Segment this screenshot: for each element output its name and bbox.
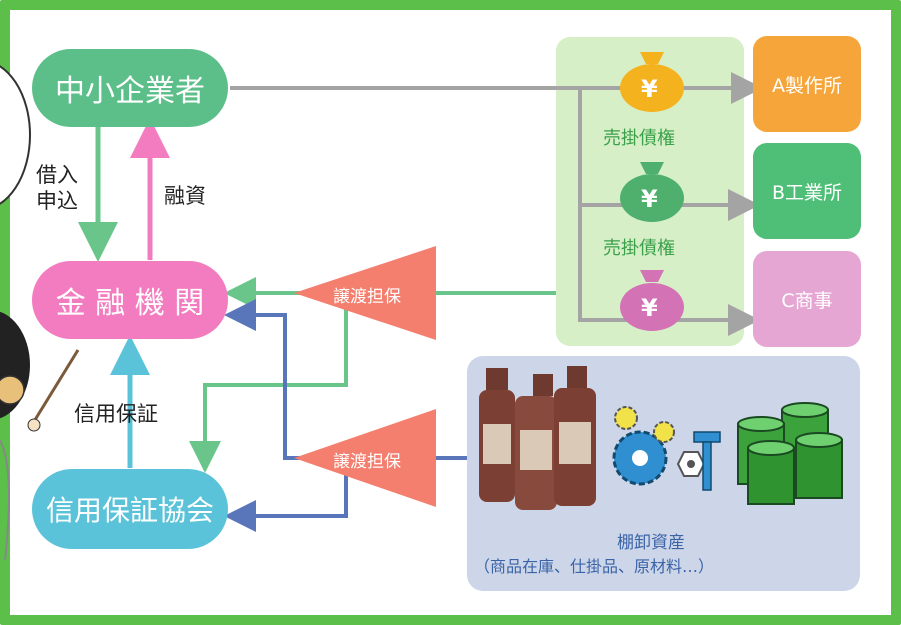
financing-label: 融資 xyxy=(164,184,206,208)
bank-node: 金 融 機 関 xyxy=(32,261,228,339)
presenter-illustration xyxy=(0,65,80,561)
collateral-triangle-upper xyxy=(294,246,436,340)
a-factory-label: A製作所 xyxy=(772,74,842,97)
sme-label: 中小企業者 xyxy=(55,74,205,109)
money-bag-yellow xyxy=(620,52,684,112)
receivable-label-2: 売掛債権 xyxy=(603,238,675,259)
c-trading-node: C商事 xyxy=(753,251,861,347)
money-bag-pink xyxy=(620,270,684,331)
yen-symbol-2: ¥ xyxy=(641,185,658,213)
credit-guarantee-label: 信用保証 xyxy=(74,402,158,426)
c-trading-label: C商事 xyxy=(781,289,833,312)
collateral-label-upper: 譲渡担保 xyxy=(333,287,401,307)
guarantee-assoc-node: 信用保証協会 xyxy=(32,469,228,549)
yen-symbol-3: ¥ xyxy=(641,294,658,322)
collateral-label-lower: 譲渡担保 xyxy=(333,452,401,472)
money-bag-green xyxy=(620,162,684,222)
inventory-collateral-lines xyxy=(224,299,467,532)
guarantee-assoc-label: 信用保証協会 xyxy=(45,494,214,527)
bank-label: 金 融 機 関 xyxy=(55,286,205,321)
b-industry-node: B工業所 xyxy=(753,143,861,239)
loan-application-label: 借入 申込 xyxy=(36,163,78,213)
gears-illustration xyxy=(612,406,721,491)
receivable-label-1: 売掛債権 xyxy=(603,128,675,149)
collateral-triangle-lower xyxy=(294,409,436,507)
a-factory-node: A製作所 xyxy=(753,36,861,132)
yen-symbol-1: ¥ xyxy=(641,75,658,103)
drums-illustration xyxy=(737,402,843,505)
sme-node: 中小企業者 xyxy=(32,49,228,127)
inventory-subtitle: （商品在庫、仕掛品、原材料…） xyxy=(474,557,715,576)
bottles-illustration xyxy=(479,366,596,510)
receivables-collateral-lines xyxy=(189,277,556,473)
inventory-title: 棚卸資産 xyxy=(617,533,685,553)
b-industry-label: B工業所 xyxy=(771,181,843,204)
